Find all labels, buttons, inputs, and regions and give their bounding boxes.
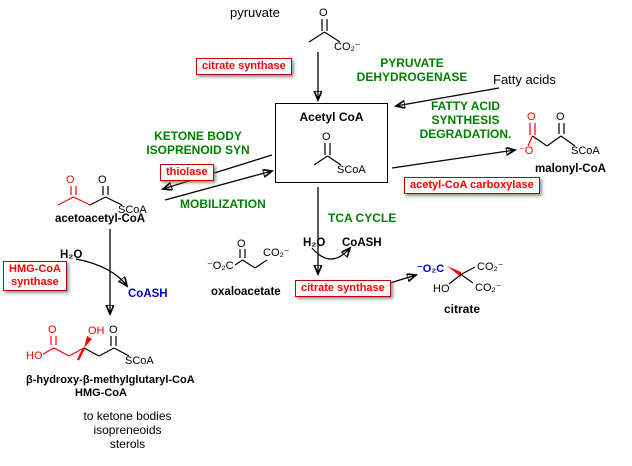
o-minus-label: ⁻O xyxy=(519,145,534,157)
ketone-body-label: KETONE BODY ISOPRENOID SYN xyxy=(133,129,263,157)
oxaloacetate-structure: ⁻O₂C O CO₂⁻ xyxy=(207,238,290,272)
arrow-h2o-coash-left xyxy=(75,258,127,286)
scoa-label: SCoA xyxy=(118,204,147,216)
malonyl-coa-structure: O ⁻O O SCoA xyxy=(519,111,600,157)
fas-line3: DEGRADATION. xyxy=(419,127,512,141)
hydroxyl-label: HO xyxy=(433,283,450,295)
hmg-synthase-line1: HMG-CoA xyxy=(9,263,61,275)
fatty-acids-label: Fatty acids xyxy=(493,72,556,87)
arrow-acetylcoa-to-malonylcoa xyxy=(391,150,515,169)
arrow-fattyacids-to-acetylcoa xyxy=(396,87,500,106)
carboxylate-label: ⁻O₂C xyxy=(417,263,444,275)
arrow-h2o-coash-right xyxy=(311,248,350,260)
wedge-bond xyxy=(84,336,92,348)
scoa-label: SCoA xyxy=(337,164,366,176)
carboxylate-label: CO₂⁻ xyxy=(475,282,502,294)
citrate-synthase-bottom-box: citrate synthase xyxy=(295,280,391,297)
oxaloacetate-label: oxaloacetate xyxy=(211,286,281,298)
pdh-line2: DEHYDROGENASE xyxy=(356,70,468,84)
hmg-coa-synthase-box: HMG-CoA synthase xyxy=(3,261,67,291)
acetyl-coa-title: Acetyl CoA xyxy=(299,110,364,124)
carboxylate-label: CO₂⁻ xyxy=(477,261,504,273)
fates-line1: to ketone bodies xyxy=(83,409,172,423)
fates-line2: isopreneoids xyxy=(93,423,162,437)
oxygen-atom-label: O xyxy=(48,324,57,336)
arrow-mobilization-to-acetylcoa xyxy=(164,171,272,201)
acetyl-coa-box: Acetyl CoA O SCoA xyxy=(275,103,388,183)
carboxylate-label: CO₂⁻ xyxy=(334,41,361,53)
hydroxyl-label: HO xyxy=(26,350,43,362)
arrow-to-citrate xyxy=(389,275,416,284)
citrate-structure: ⁻O₂C HO CO₂⁻ CO₂⁻ xyxy=(417,261,504,295)
hmg-coa-structure: HO O OH O SCoA xyxy=(26,324,154,367)
fatty-acid-synthesis-label: FATTY ACID SYNTHESIS DEGRADATION. xyxy=(413,99,518,141)
malonyl-coa-label: malonyl-CoA xyxy=(535,163,606,175)
arrow-acetylcoa-to-acetoacetylcoa xyxy=(163,154,273,189)
wedge-bond xyxy=(447,266,461,277)
acetoacetyl-coa-structure: O O SCoA xyxy=(57,174,147,216)
oxygen-atom-label: O xyxy=(319,7,328,19)
mobilization-label: MOBILIZATION xyxy=(180,197,266,211)
oxygen-atom-label: O xyxy=(527,111,536,123)
acetoacetyl-coa-label: acetoacetyl-CoA xyxy=(55,213,146,225)
hmg-full-name-label: β-hydroxy-β-methylglutaryl-CoA xyxy=(26,374,195,386)
oxygen-atom-label: O xyxy=(109,324,118,336)
ketone-line1: KETONE BODY xyxy=(154,129,242,143)
pyruvate-dehydrogenase-label: PYRUVATE DEHYDROGENASE xyxy=(347,56,477,84)
oxygen-atom-label: O xyxy=(237,238,246,250)
h2o-right-label: H₂O xyxy=(303,237,326,249)
carboxylate-label: ⁻O₂C xyxy=(207,260,234,272)
pyruvate-label: pyruvate xyxy=(230,5,280,20)
oxygen-atom-label: O xyxy=(322,131,331,143)
scoa-label: SCoA xyxy=(125,355,154,367)
hmg-short-name-label: HMG-CoA xyxy=(75,387,127,399)
scoa-label: SCoA xyxy=(571,145,600,157)
pyruvate-structure: O CO₂⁻ xyxy=(308,7,361,53)
oxygen-atom-label: O xyxy=(98,174,107,186)
coash-left-label: CoASH xyxy=(128,288,168,300)
thiolase-box: thiolase xyxy=(160,164,214,181)
pdh-line1: PYRUVATE xyxy=(380,56,444,70)
fas-line1: FATTY ACID xyxy=(430,99,501,113)
citrate-synthase-top-box: citrate synthase xyxy=(196,58,292,75)
oxygen-atom-label: O xyxy=(66,174,75,186)
tca-cycle-label: TCA CYCLE xyxy=(328,211,397,225)
citrate-label: citrate xyxy=(444,302,481,316)
carboxylate-label: CO₂⁻ xyxy=(263,247,290,259)
acetyl-coa-carboxylase-box: acetyl-CoA carboxylase xyxy=(404,177,540,194)
fas-line2: SYNTHESIS xyxy=(431,113,500,127)
hydroxyl-label: OH xyxy=(88,325,105,337)
oxygen-atom-label: O xyxy=(556,111,565,123)
ketone-line2: ISOPRENOID SYN xyxy=(146,143,250,157)
fates-text: to ketone bodies isopreneoids sterols xyxy=(75,409,180,451)
acetyl-coa-structure: O SCoA xyxy=(313,131,366,176)
h2o-left-label: H₂O xyxy=(60,249,83,261)
fates-line3: sterols xyxy=(109,437,146,451)
hmg-synthase-line2: synthase xyxy=(11,276,59,288)
coash-right-label: CoASH xyxy=(342,237,382,249)
